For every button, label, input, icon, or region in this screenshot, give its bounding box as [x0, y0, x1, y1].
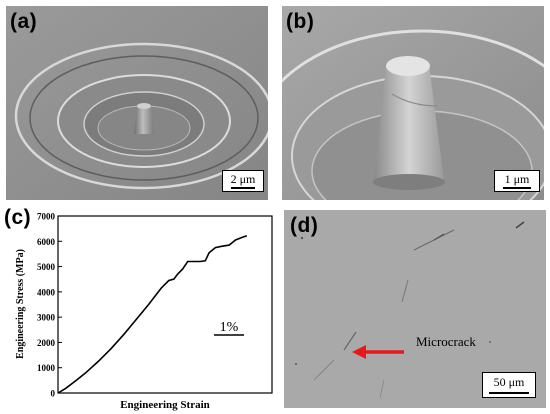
red-arrow-icon — [352, 345, 404, 359]
scale-bar-a: 2 μm — [222, 170, 264, 192]
sem-micropillar-a-illustration — [6, 6, 268, 200]
y-tick-label: 3000 — [37, 313, 56, 323]
scale-bar-label-a: 2 μm — [230, 172, 256, 186]
y-axis-label: Engineering Stress (MPa) — [15, 249, 26, 359]
scale-bar-line-a — [231, 187, 255, 189]
y-tick-label: 5000 — [37, 262, 56, 272]
panel-label-b: (b) — [286, 10, 315, 33]
sem-micropillar-b-illustration — [282, 6, 544, 200]
y-tick-label: 2000 — [37, 338, 56, 348]
scale-bar-label-b: 1 μm — [504, 172, 530, 186]
y-tick-label: 1000 — [37, 363, 56, 373]
panel-label-a: (a) — [10, 10, 38, 33]
y-tick-label: 0 — [51, 389, 56, 399]
plot-frame — [57, 215, 273, 394]
sem-image-b: (b) 1 μm — [282, 6, 544, 200]
sem-image-d: (d) Microcrack 50 μm — [284, 210, 546, 408]
chart-panel-c: 0 1000 2000 3000 4000 5000 6000 7000 1% Enginee… — [0, 206, 278, 414]
x-axis-label: Engineering Strain — [120, 399, 210, 411]
y-tick-label: 6000 — [37, 237, 56, 247]
scale-bar-d: 50 μm — [482, 372, 536, 398]
scale-bar-b: 1 μm — [494, 170, 540, 192]
panel-label-c: (c) — [4, 206, 32, 229]
stress-strain-curve — [57, 234, 248, 394]
y-tick-label: 4000 — [37, 287, 56, 297]
sem-image-a: (a) 2 μm — [6, 6, 268, 200]
scale-bar-line-b — [503, 187, 531, 189]
stress-strain-chart: 0 1000 2000 3000 4000 5000 6000 7000 1% Enginee… — [15, 212, 273, 411]
y-tick-label: 7000 — [37, 212, 56, 222]
panel-label-d: (d) — [290, 214, 319, 237]
scale-bar-label-d: 50 μm — [493, 375, 525, 389]
strain-scale-bar-label: 1% — [220, 320, 239, 335]
microcrack-annotation: Microcrack — [416, 334, 476, 349]
scale-bar-line-d — [489, 392, 529, 394]
